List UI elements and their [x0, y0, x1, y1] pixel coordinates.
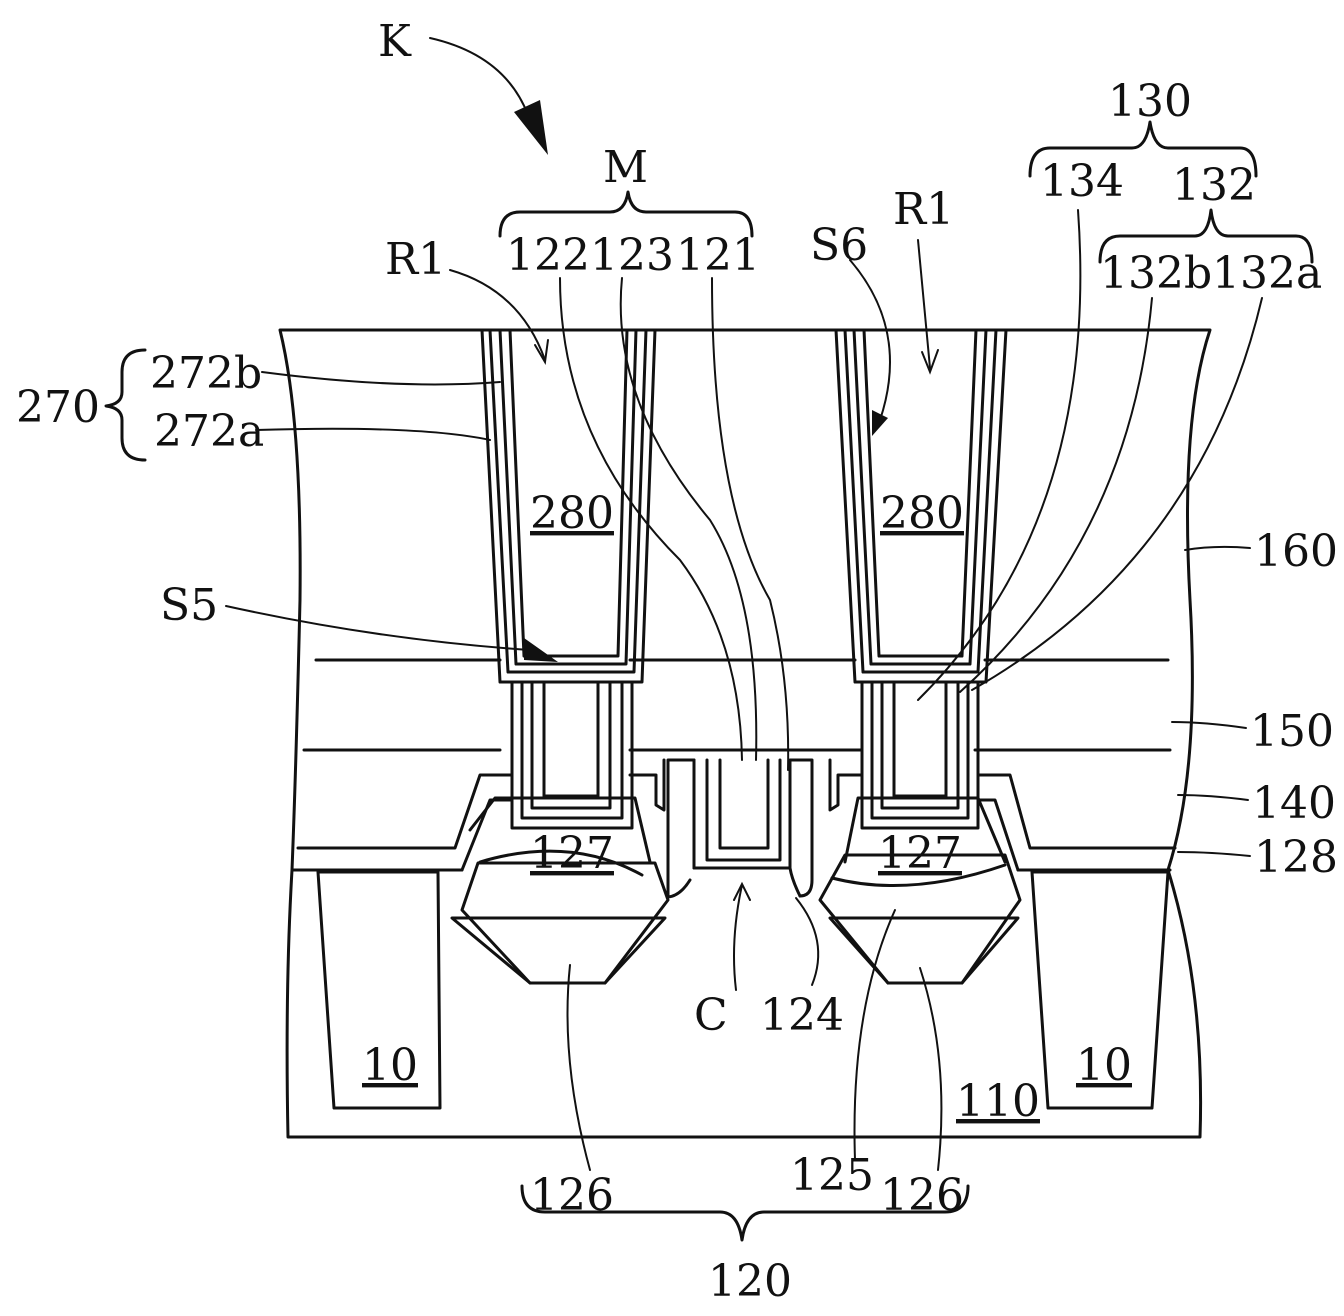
label-r1-right: R1 — [893, 184, 954, 235]
gate-structure-m — [666, 758, 814, 899]
label-m: M — [603, 142, 648, 193]
label-120: 120 — [708, 1256, 792, 1307]
label-110: 110 — [956, 1076, 1040, 1127]
label-10-right: 10 — [1076, 1040, 1132, 1091]
source-drain-126-left — [450, 861, 670, 985]
text-labels: K M R1 R1 S6 S5 130 134 132 132b 132a 12… — [16, 16, 1338, 1307]
label-k: K — [378, 16, 412, 67]
label-123: 123 — [590, 230, 674, 281]
label-280-right: 280 — [880, 488, 964, 539]
label-127-right: 127 — [878, 828, 962, 879]
leader-lines — [225, 37, 1263, 1171]
label-160: 160 — [1254, 526, 1338, 577]
label-10-left: 10 — [362, 1040, 418, 1091]
label-132: 132 — [1172, 160, 1256, 211]
label-125: 125 — [790, 1150, 874, 1201]
label-132a: 132a — [1212, 248, 1322, 299]
brace-130 — [1028, 120, 1258, 178]
label-s6: S6 — [810, 220, 868, 271]
label-140: 140 — [1252, 778, 1336, 829]
brace-120 — [520, 1184, 970, 1242]
brace-m — [498, 190, 754, 238]
source-drain-126-right — [818, 853, 1022, 985]
label-270: 270 — [16, 382, 100, 433]
label-128: 128 — [1254, 832, 1338, 883]
label-r1-left: R1 — [385, 234, 446, 285]
label-126-left: 126 — [530, 1170, 614, 1221]
label-122: 122 — [506, 230, 590, 281]
label-150: 150 — [1250, 706, 1334, 757]
label-126-right: 126 — [880, 1170, 964, 1221]
silicide-127 — [468, 796, 1007, 888]
upper-contact-280-left — [480, 328, 657, 684]
label-127-left: 127 — [530, 828, 614, 879]
contact-plug-130-right — [860, 680, 980, 830]
label-134: 134 — [1040, 156, 1124, 207]
label-121: 121 — [676, 230, 760, 281]
label-272a: 272a — [154, 406, 264, 457]
label-132b: 132b — [1100, 248, 1212, 299]
isolation-region-10 — [316, 870, 1170, 1110]
brace-132 — [1098, 208, 1314, 264]
label-272b: 272b — [150, 348, 262, 399]
label-c: C — [694, 990, 728, 1041]
label-124: 124 — [760, 990, 844, 1041]
layer-140-128-steps — [296, 758, 1177, 872]
brace-270 — [104, 348, 147, 462]
upper-contact-280-right — [834, 328, 1008, 684]
label-s5: S5 — [160, 580, 218, 631]
contact-plug-130-left — [510, 680, 634, 830]
device-stack-outline — [278, 328, 1212, 1139]
label-280-left: 280 — [530, 488, 614, 539]
label-130: 130 — [1108, 76, 1192, 127]
